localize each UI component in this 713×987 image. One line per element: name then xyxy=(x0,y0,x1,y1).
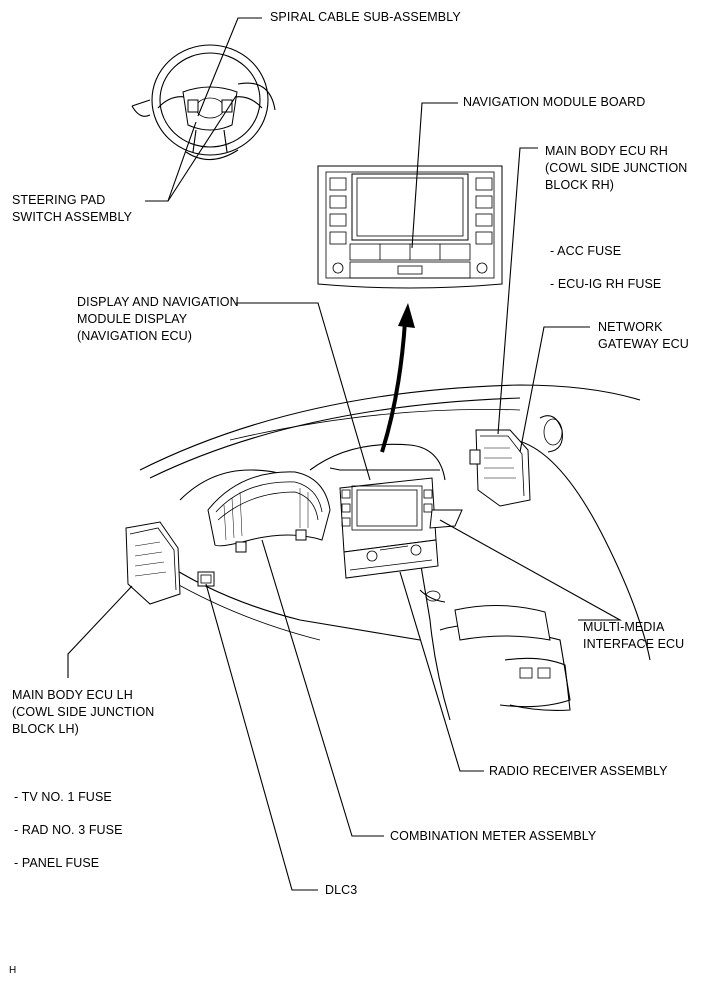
ecu-ig-rh-fuse-label: - ECU-IG RH FUSE xyxy=(550,277,662,291)
main-body-ecu-rh-label: MAIN BODY ECU RH (COWL SIDE JUNCTION BLO… xyxy=(545,144,688,192)
removal-arrow xyxy=(380,303,415,453)
network-gateway-ecu-label: NETWORK GATEWAY ECU xyxy=(598,320,689,351)
display-navigation-ecu-label: DISPLAY AND NAVIGATION MODULE DISPLAY (N… xyxy=(77,295,239,343)
main-body-ecu-lh-label: MAIN BODY ECU LH (COWL SIDE JUNCTION BLO… xyxy=(12,688,155,736)
acc-fuse-label: - ACC FUSE xyxy=(550,244,622,258)
dashboard-illustration xyxy=(139,384,651,721)
navigation-module-board-label: NAVIGATION MODULE BOARD xyxy=(463,95,646,109)
combination-meter-illustration xyxy=(207,471,331,553)
panel-fuse-label: - PANEL FUSE xyxy=(14,856,100,870)
tv-fuse-label: - TV NO. 1 FUSE xyxy=(14,790,112,804)
main-body-ecu-lh-illustration xyxy=(125,521,215,605)
figure-code: H xyxy=(9,965,17,976)
steering-pad-switch-label: STEERING PAD SWITCH ASSEMBLY xyxy=(12,193,133,224)
navigation-panel-illustration xyxy=(317,165,503,289)
steering-wheel-illustration xyxy=(131,44,276,161)
dlc3-label: DLC3 xyxy=(325,883,358,897)
main-body-ecu-rh-illustration xyxy=(469,429,531,507)
display-ecu-illustration xyxy=(339,477,463,579)
rad-fuse-label: - RAD NO. 3 FUSE xyxy=(14,823,123,837)
multimedia-interface-ecu-label: MULTI-MEDIA INTERFACE ECU xyxy=(583,620,685,651)
radio-receiver-label: RADIO RECEIVER ASSEMBLY xyxy=(489,764,668,778)
combination-meter-label: COMBINATION METER ASSEMBLY xyxy=(390,829,597,843)
spiral-cable-label: SPIRAL CABLE SUB-ASSEMBLY xyxy=(270,10,461,24)
leader-lines xyxy=(67,17,623,891)
